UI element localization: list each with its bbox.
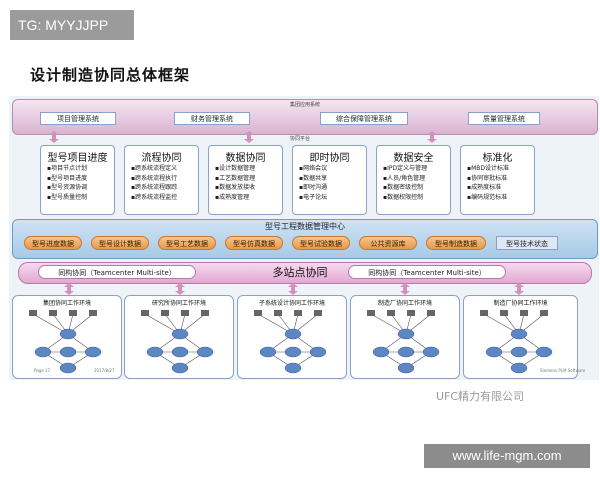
- system-box-finance: 财务管理系统: [174, 112, 250, 125]
- module-instant-collab: 即时协同 网络会议 数据共享 即时沟通 电子论坛: [292, 145, 367, 215]
- multisite-pill-right: 同构协同（Teamcenter Multi-site）: [348, 265, 506, 279]
- network-diagram-icon: [480, 310, 553, 374]
- module-item: 型号质量控制: [47, 193, 87, 203]
- pdm-status-box: 型号技术状态: [496, 236, 558, 250]
- module-item: 成熟度标准: [467, 183, 509, 193]
- collab-platform-title: 协同平台: [289, 136, 310, 142]
- system-box-support: 综合保障管理系统: [320, 112, 408, 125]
- module-item: 人员/角色管理: [383, 174, 427, 184]
- double-arrow-icon: [64, 283, 74, 295]
- env-title: 子系统设计协同工作环境: [258, 300, 325, 307]
- module-item: IPD定义与管理: [383, 164, 427, 174]
- env-group: 集团协同工作环境: [12, 295, 122, 379]
- pdm-pill: 型号制造数据: [426, 236, 486, 250]
- module-item: 成熟度管理: [215, 193, 255, 203]
- network-diagram-icon: [367, 310, 440, 374]
- module-item: 型号项目进度: [47, 174, 87, 184]
- footer-brand: Siemens PLM Software: [540, 368, 586, 373]
- module-process-collab: 流程协同 跨系统流程定义 跨系统流程执行 跨系统流程跟踪 跨系统流程监控: [124, 145, 199, 215]
- module-title: 数据安全: [393, 153, 434, 164]
- module-item: 跨系统流程执行: [131, 174, 177, 184]
- pdm-pill: 型号仿真数据: [225, 236, 283, 250]
- module-item: 网络会议: [299, 164, 327, 174]
- module-item: 项目节点计划: [47, 164, 87, 174]
- multisite-pill-left: 同构协同（Teamcenter Multi-site）: [38, 265, 196, 279]
- pdm-title: 型号工程数据管理中心: [265, 222, 345, 231]
- module-title: 数据协同: [225, 153, 266, 164]
- module-item: 工艺数据管理: [215, 174, 255, 184]
- env-factory-2: 制造厂协同工作环境: [463, 295, 578, 379]
- module-title: 标准化: [482, 153, 513, 164]
- module-item: 编码规范标准: [467, 193, 509, 203]
- env-institute: 研究所协同工作环境: [124, 295, 234, 379]
- module-standardization: 标准化 MBD设计标准 协同审批标准 成熟度标准 编码规范标准: [460, 145, 535, 215]
- pdm-pill: 公共资源库: [359, 236, 417, 250]
- env-title: 集团协同工作环境: [42, 300, 91, 307]
- env-subsystem: 子系统设计协同工作环境: [237, 295, 347, 379]
- module-item: 数据密级控制: [383, 183, 427, 193]
- pdm-pill: 型号设计数据: [91, 236, 149, 250]
- env-factory-1: 制造厂协同工作环境: [350, 295, 460, 379]
- app-band-title: 集团应用系统: [289, 102, 320, 108]
- double-arrow-icon: [514, 283, 524, 295]
- double-arrow-icon: [244, 131, 254, 143]
- module-item: 协同审批标准: [467, 174, 509, 184]
- module-title: 型号项目进度: [47, 153, 108, 164]
- env-title: 制造厂协同工作环境: [377, 300, 432, 307]
- module-item: 跨系统流程定义: [131, 164, 177, 174]
- module-title: 即时协同: [309, 153, 350, 164]
- top-tag: TG: MYYJJPP: [10, 10, 134, 40]
- multisite-title: 多站点协同: [272, 266, 328, 279]
- page-title: 设计制造协同总体框架: [30, 66, 191, 84]
- module-item: 跨系统流程监控: [131, 193, 177, 203]
- double-arrow-icon: [427, 131, 437, 143]
- watermark: UFC精力有限公司: [436, 390, 525, 403]
- module-item: 数据权限控制: [383, 193, 427, 203]
- module-project-progress: 型号项目进度 项目节点计划 型号项目进度 型号资源协调 型号质量控制: [40, 145, 115, 215]
- footer-date: 2017/8/27: [94, 368, 115, 373]
- module-item: 电子论坛: [299, 193, 327, 203]
- module-data-security: 数据安全 IPD定义与管理 人员/角色管理 数据密级控制 数据权限控制: [376, 145, 451, 215]
- module-data-collab: 数据协同 设计数据管理 工艺数据管理 数据发放接收 成熟度管理: [208, 145, 283, 215]
- system-box-project: 项目管理系统: [40, 112, 116, 125]
- double-arrow-icon: [49, 131, 59, 143]
- network-diagram-icon: [141, 310, 214, 374]
- network-diagram-icon: [254, 310, 327, 374]
- module-item: 型号资源协调: [47, 183, 87, 193]
- module-item: 数据共享: [299, 174, 327, 184]
- pdm-pill: 型号工艺数据: [158, 236, 216, 250]
- module-item: 即时沟通: [299, 183, 327, 193]
- double-arrow-icon: [288, 283, 298, 295]
- env-title: 研究所协同工作环境: [151, 300, 206, 307]
- pdm-pill: 型号试验数据: [292, 236, 350, 250]
- module-item: 设计数据管理: [215, 164, 255, 174]
- module-item: 数据发放接收: [215, 183, 255, 193]
- double-arrow-icon: [400, 283, 410, 295]
- double-arrow-icon: [175, 283, 185, 295]
- bottom-url-tag: www.life-mgm.com: [424, 444, 590, 468]
- env-title: 制造厂协同工作环境: [493, 300, 548, 307]
- module-item: MBD设计标准: [467, 164, 509, 174]
- system-box-quality: 质量管理系统: [468, 112, 540, 125]
- pdm-pill: 型号进度数据: [24, 236, 82, 250]
- module-title: 流程协同: [141, 153, 182, 164]
- footer-page: Page 17: [34, 368, 51, 373]
- network-diagram-icon: [29, 310, 102, 374]
- module-item: 跨系统流程跟踪: [131, 183, 177, 193]
